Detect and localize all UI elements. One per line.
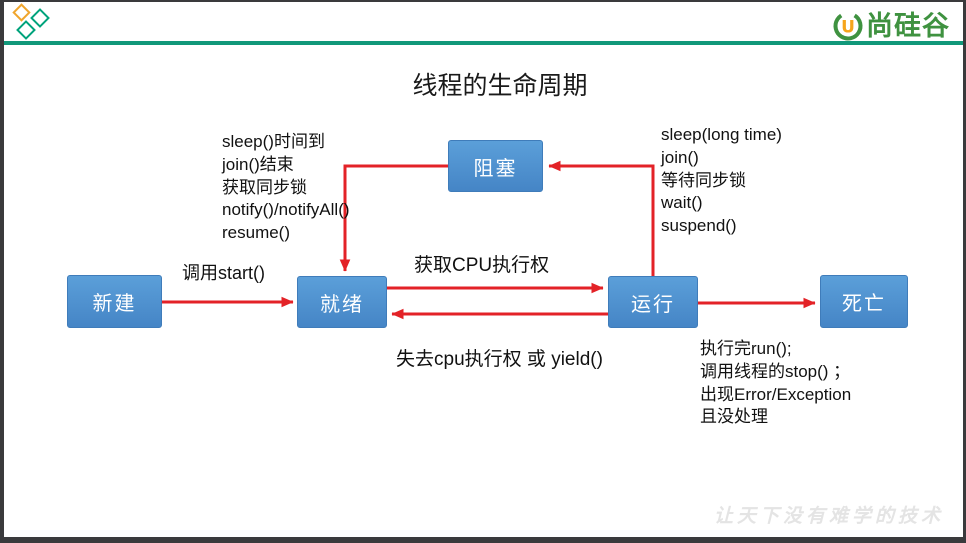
state-node-new: 新建 — [67, 275, 162, 328]
arrow-running-to-blocked — [548, 160, 655, 276]
condition-line: join() — [661, 147, 699, 167]
diamond-logo-icon — [12, 3, 31, 22]
state-node-ready: 就绪 — [297, 276, 387, 328]
watermark-slogan: 让天下没有难学的技术 — [713, 505, 944, 527]
header-divider — [4, 41, 963, 45]
state-node-running: 运行 — [608, 276, 698, 328]
diamond-logo-icon — [30, 8, 50, 28]
brand-ring-icon: U — [833, 11, 863, 41]
brand-letter: U — [841, 18, 855, 38]
condition-line: wait() — [661, 193, 703, 213]
edge-label-lose-cpu: 失去cpu执行权 或 yield() — [396, 349, 603, 370]
frame-edge-top — [0, 0, 966, 2]
condition-line: notify()/notifyAll() — [222, 200, 350, 220]
condition-line: sleep(long time) — [661, 125, 782, 144]
running-to-dead-conditions: 执行完run(); 调用线程的stop() ； 出现Error/Exceptio… — [700, 338, 851, 429]
running-to-blocked-conditions: sleep(long time) join() 等待同步锁 wait() sus… — [661, 124, 782, 238]
brand-name: 尚硅谷 — [866, 11, 950, 41]
frame-edge-bottom — [0, 537, 966, 543]
condition-line: 出现Error/Exception — [700, 384, 852, 404]
condition-line: suspend() — [661, 216, 737, 236]
condition-line: resume() — [222, 223, 291, 243]
condition-line: join()结束 — [222, 154, 294, 174]
condition-line: 获取同步锁 — [222, 177, 307, 197]
condition-line: 调用线程的stop() ； — [700, 361, 851, 381]
frame-edge-right — [963, 0, 966, 543]
blocked-to-ready-conditions: sleep()时间到 join()结束 获取同步锁 notify()/notif… — [222, 131, 350, 245]
condition-line: sleep()时间到 — [222, 132, 325, 151]
edge-label-get-cpu: 获取CPU执行权 — [414, 255, 550, 276]
condition-line: 执行完run(); — [700, 339, 792, 358]
condition-line: 且没处理 — [700, 407, 768, 427]
edge-label-start: 调用start() — [182, 263, 265, 283]
state-node-dead: 死亡 — [820, 275, 908, 328]
condition-line: 等待同步锁 — [661, 170, 746, 190]
diamond-logo-icon — [16, 20, 36, 40]
brand-logo: U 尚硅谷 — [832, 10, 950, 42]
page-title: 线程的生命周期 — [412, 72, 588, 100]
frame-edge-left — [0, 0, 4, 543]
state-node-blocked: 阻塞 — [448, 140, 543, 192]
